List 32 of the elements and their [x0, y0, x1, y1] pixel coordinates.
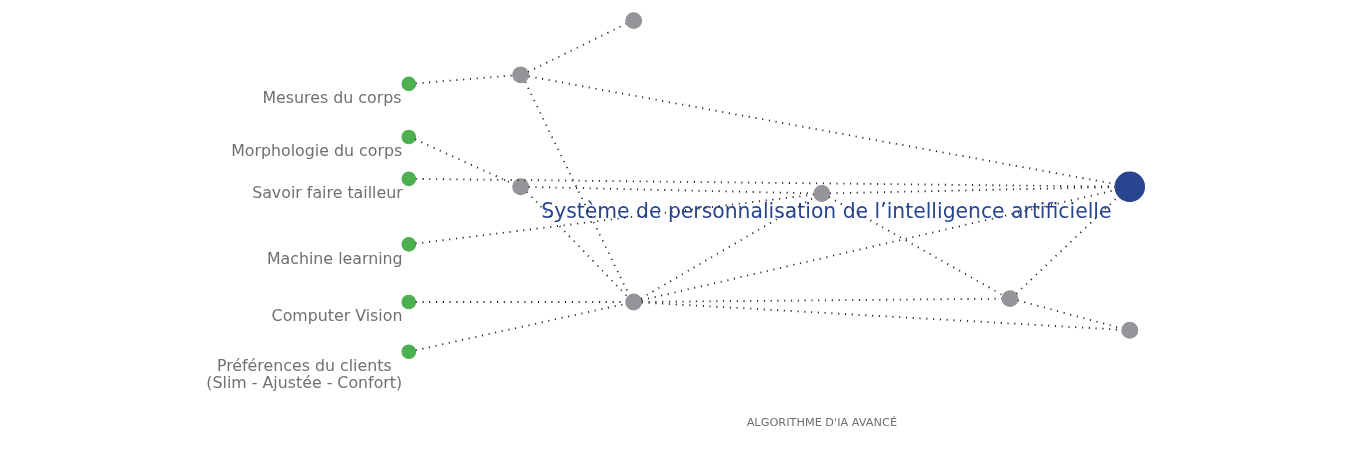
node-circle [624, 12, 642, 30]
node-label: Computer Vision [271, 306, 402, 326]
node-circle [1120, 321, 1138, 339]
node-label: Morphologie du corps [230, 141, 402, 161]
connector [827, 196, 1004, 297]
node-circle [1001, 290, 1018, 308]
node-circle [400, 76, 416, 92]
node-circle [400, 344, 416, 360]
node-label: (Slim - Ajustée - Confort) [205, 373, 402, 393]
connector [414, 193, 815, 245]
node-label: Machine learning [266, 248, 403, 268]
node-circle [1114, 171, 1145, 202]
connector [526, 22, 627, 73]
node-label: Préférences du clients [216, 356, 392, 376]
node-circle [812, 185, 830, 202]
connector [525, 191, 628, 298]
node-circle [511, 66, 529, 84]
connector [414, 74, 513, 85]
node-label: Mesures du corps [261, 88, 401, 108]
connector [640, 297, 1003, 303]
connector [523, 81, 630, 296]
connector [828, 186, 1116, 195]
node-label: Système de personnalisation de l’intelligence artificielle [540, 198, 1111, 223]
node-circle [400, 129, 416, 145]
node-circle [400, 171, 416, 187]
connector [527, 186, 815, 195]
node-circle [511, 178, 529, 196]
node-circle [400, 237, 416, 252]
label: ALGORITHME D'IA AVANCÉ [746, 415, 897, 429]
node-circle [624, 293, 642, 311]
node-circle [400, 294, 416, 310]
node-label: Savoir faire tailleur [251, 183, 403, 203]
